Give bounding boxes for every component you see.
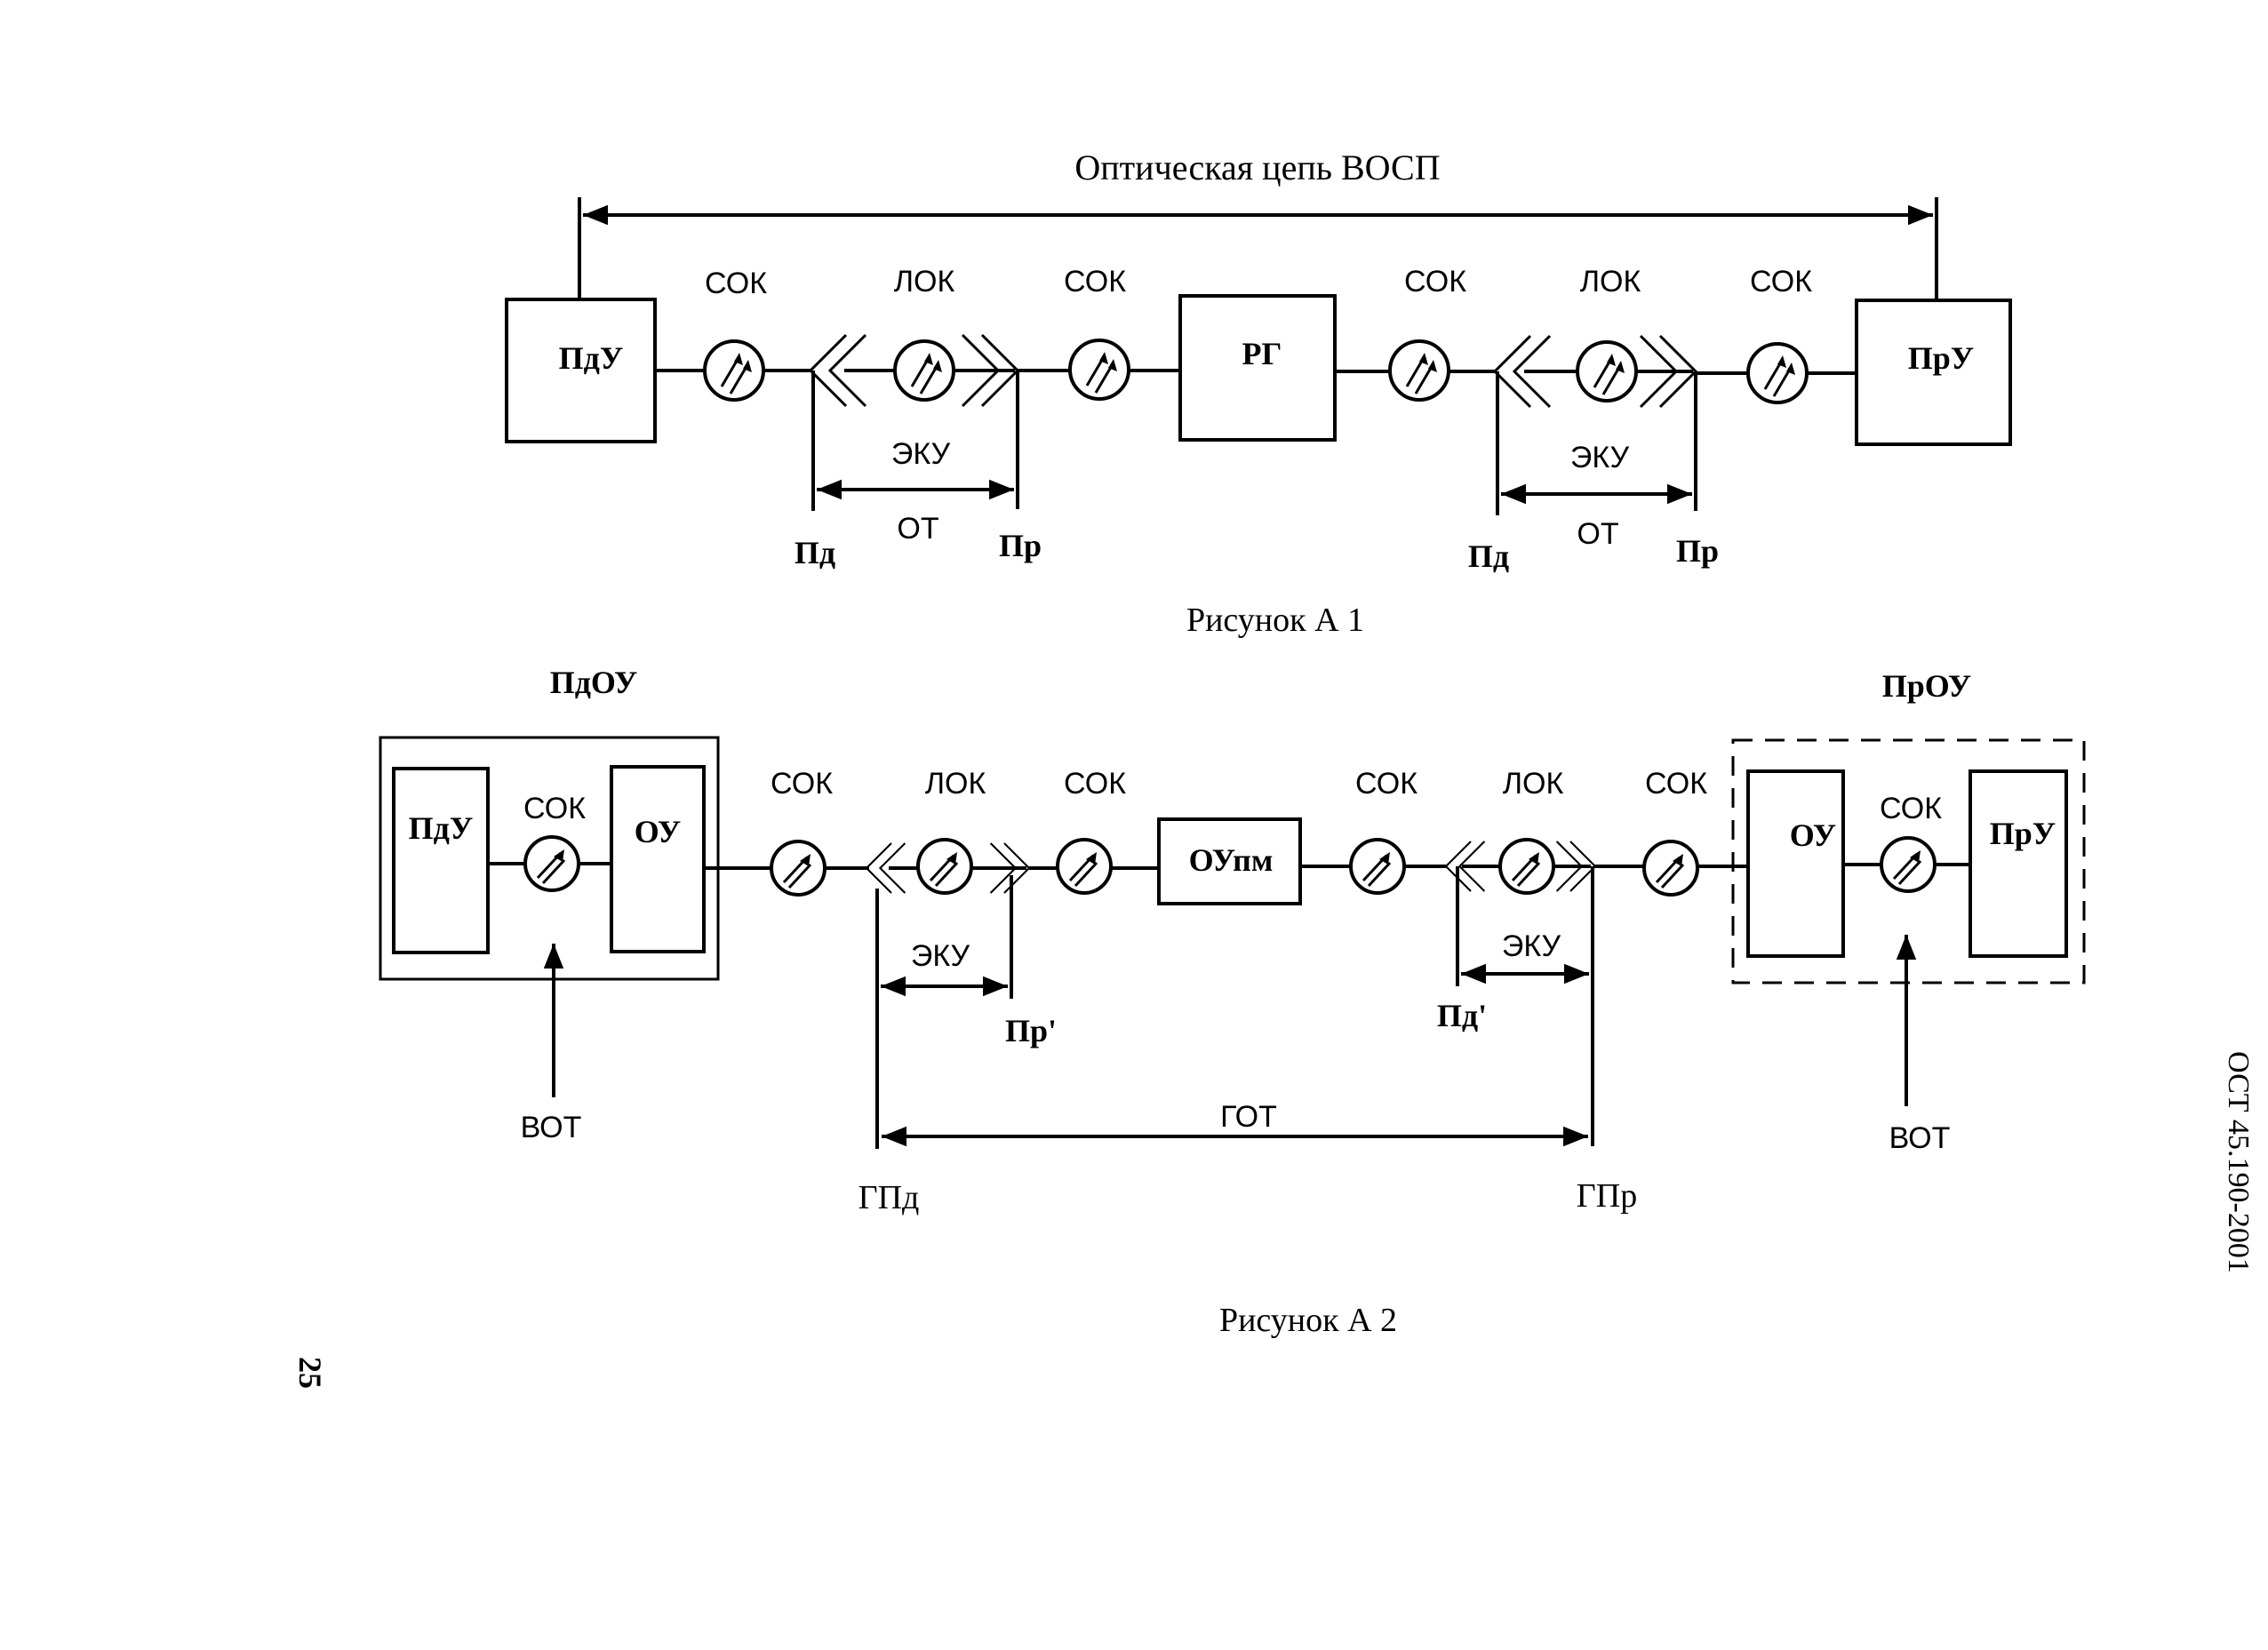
label-pr-prime: Пр' [1005, 1013, 1057, 1048]
label-pr: Пр [999, 528, 1042, 563]
block-amplifier-label: ОУ [635, 814, 681, 849]
label-lok: ЛОК [1580, 265, 1641, 299]
label-got: ГОТ [1220, 1100, 1277, 1134]
group-transmit-label: ПдОУ [550, 665, 638, 700]
splice-icon [1068, 339, 1130, 401]
splice-icon [1056, 838, 1113, 895]
label-ot: ОТ [1577, 517, 1618, 551]
splice-icon [1349, 838, 1406, 895]
label-sok: СОК [523, 792, 586, 825]
label-lok: ЛОК [894, 265, 955, 299]
block-receiver [1855, 299, 2012, 446]
label-eku: ЭКУ [891, 437, 951, 471]
figure-a1-title: Оптическая цепь ВОСП [1074, 147, 1440, 187]
label-eku: ЭКУ [1570, 441, 1630, 474]
block-amplifier-label: ОУ [1790, 817, 1836, 853]
block-transmitter-label: ПдУ [559, 340, 624, 376]
splice-icon [1880, 836, 1937, 893]
block-transmitter-label: ПдУ [409, 810, 474, 846]
label-gpr: ГПр [1577, 1177, 1637, 1215]
label-pd-prime: Пд' [1437, 998, 1487, 1033]
figure-a2-caption: Рисунок А 2 [1219, 1302, 1397, 1339]
page-number: 25 [292, 1357, 328, 1389]
label-sok: СОК [1404, 265, 1466, 299]
block-receiver-label: ПрУ [1908, 340, 1974, 376]
splice-icon [523, 835, 580, 892]
block-receiver [1969, 769, 2068, 958]
splice-icon [1746, 342, 1809, 404]
label-sok: СОК [1064, 767, 1126, 801]
block-amplifier [610, 765, 706, 953]
label-pd: Пд [1468, 538, 1509, 574]
block-preamplifier-label: ОУпм [1189, 842, 1274, 878]
block-transmitter [505, 298, 657, 443]
splice-icon [1642, 840, 1699, 897]
label-ot: ОТ [897, 512, 938, 546]
figure-a1-caption: Рисунок А 1 [1186, 602, 1364, 639]
group-transmit-box [379, 736, 720, 981]
label-pd: Пд [795, 535, 835, 570]
splice-icon [916, 838, 973, 895]
splice-icon [1576, 340, 1638, 403]
figure-a2: ПдОУ ПрОУ ПдУ ОУ СОК ВОТ ОУ ПрУ СОК ВОТ … [379, 665, 2086, 1339]
label-eku: ЭКУ [1502, 929, 1561, 963]
label-vot: ВОТ [1889, 1121, 1951, 1155]
label-sok: СОК [705, 267, 767, 300]
block-regenerator [1178, 294, 1337, 442]
splice-icon [1498, 838, 1555, 895]
label-sok: СОК [1645, 767, 1707, 801]
label-sok: СОК [771, 767, 833, 801]
label-eku: ЭКУ [911, 939, 970, 973]
label-lok: ЛОК [925, 767, 986, 801]
label-sok: СОК [1355, 767, 1418, 801]
splice-icon [1388, 339, 1450, 402]
figure-a1: Оптическая цепь ВОСП ПдУ РГ ПрУ СОК [505, 147, 2012, 639]
group-receive-box [1731, 738, 2086, 984]
label-sok: СОК [1064, 265, 1126, 299]
label-gpd: ГПд [858, 1179, 920, 1216]
group-receive-label: ПрОУ [1882, 668, 1971, 704]
block-receiver-label: ПрУ [1990, 816, 2056, 851]
standard-designation: ОСТ 45.190-2001 [2222, 1051, 2255, 1273]
splice-icon [703, 339, 765, 402]
block-regenerator-label: РГ [1242, 336, 1282, 371]
label-pr: Пр [1676, 533, 1719, 569]
label-vot: ВОТ [521, 1111, 582, 1144]
block-amplifier [1746, 769, 1845, 958]
label-sok: СОК [1750, 265, 1812, 299]
block-preamplifier [1157, 817, 1302, 905]
splice-icon [770, 840, 827, 897]
label-lok: ЛОК [1503, 767, 1564, 801]
label-sok: СОК [1880, 792, 1942, 825]
block-transmitter [392, 767, 490, 954]
splice-icon [893, 339, 955, 402]
